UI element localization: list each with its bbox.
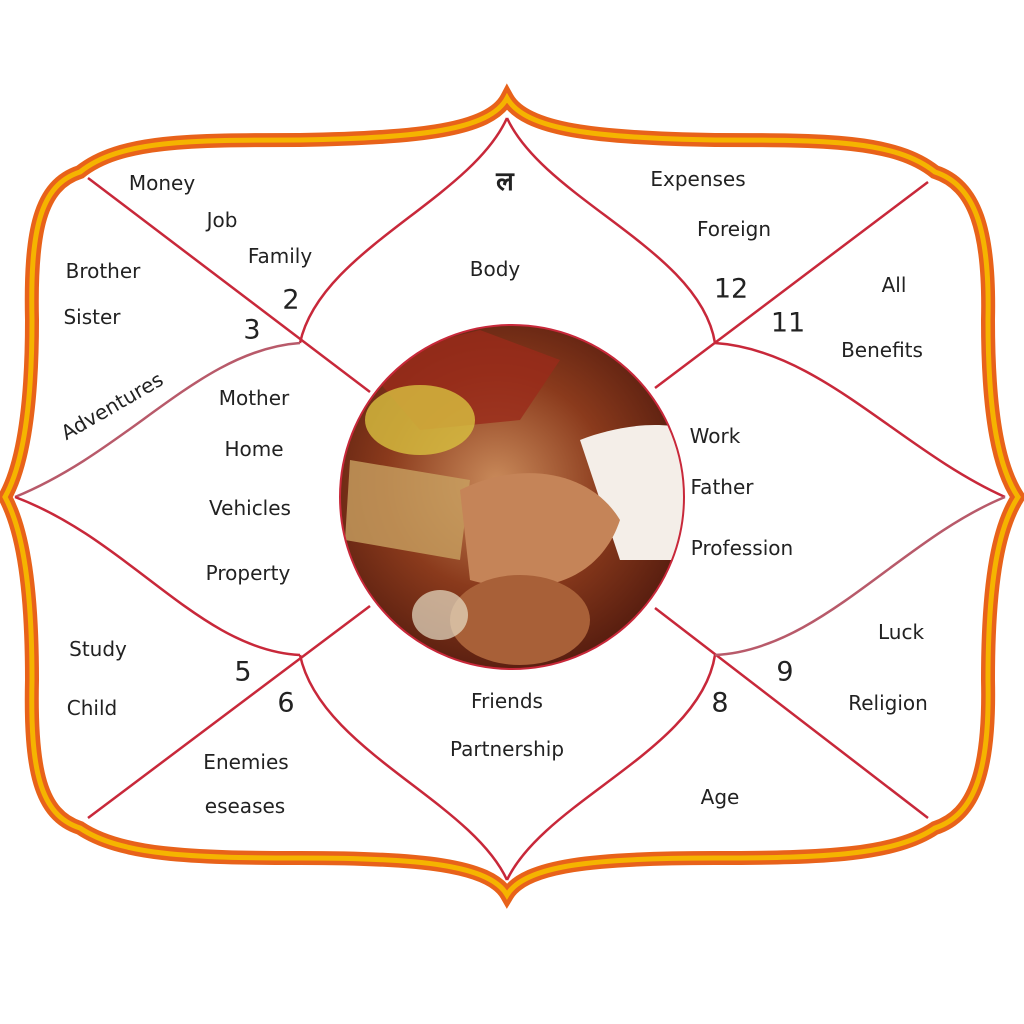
house-9-label: Religion	[848, 691, 928, 715]
house-12-number: 12	[713, 273, 749, 305]
wedding-handshake-photo	[340, 325, 684, 669]
house-5-label: Child	[66, 696, 118, 720]
house-2-label: Money	[128, 171, 196, 195]
house-4-label: Vehicles	[209, 496, 291, 520]
house-2-label: Family	[247, 244, 313, 268]
house-5-number: 5	[234, 656, 252, 688]
house-11-label: Benefits	[841, 338, 923, 362]
house-1-symbol: ल	[496, 167, 514, 197]
house-4-label: Home	[224, 437, 284, 461]
house-3-label: Sister	[63, 305, 121, 329]
house-1-label: Body	[469, 257, 521, 281]
house-6-number: 6	[277, 687, 295, 719]
house-3-number: 3	[243, 314, 261, 346]
house-12-label: Foreign	[696, 217, 772, 241]
house-2-number: 2	[282, 284, 300, 316]
house-5-label: Study	[69, 637, 127, 661]
house-8-number: 8	[711, 687, 729, 719]
house-9-number: 9	[776, 656, 794, 688]
house-10-label: Work	[689, 424, 741, 448]
house-7-label: Partnership	[449, 737, 565, 761]
house-12-label: Expenses	[650, 167, 746, 191]
house-8-label: Age	[700, 785, 740, 809]
house-11-label: All	[881, 273, 907, 297]
house-2-label: Job	[206, 208, 238, 232]
house-11-number: 11	[770, 307, 806, 339]
house-10-label: Profession	[690, 536, 794, 560]
house-4-label: Property	[205, 561, 291, 585]
house-6-label: Enemies	[203, 750, 289, 774]
house-9-label: Luck	[877, 620, 925, 644]
house-4-label: Mother	[218, 386, 290, 410]
house-6-label: eseases	[204, 794, 286, 818]
house-3-label: Brother	[65, 259, 141, 283]
house-7-label: Friends	[471, 689, 543, 713]
house-10-label: Father	[690, 475, 754, 499]
